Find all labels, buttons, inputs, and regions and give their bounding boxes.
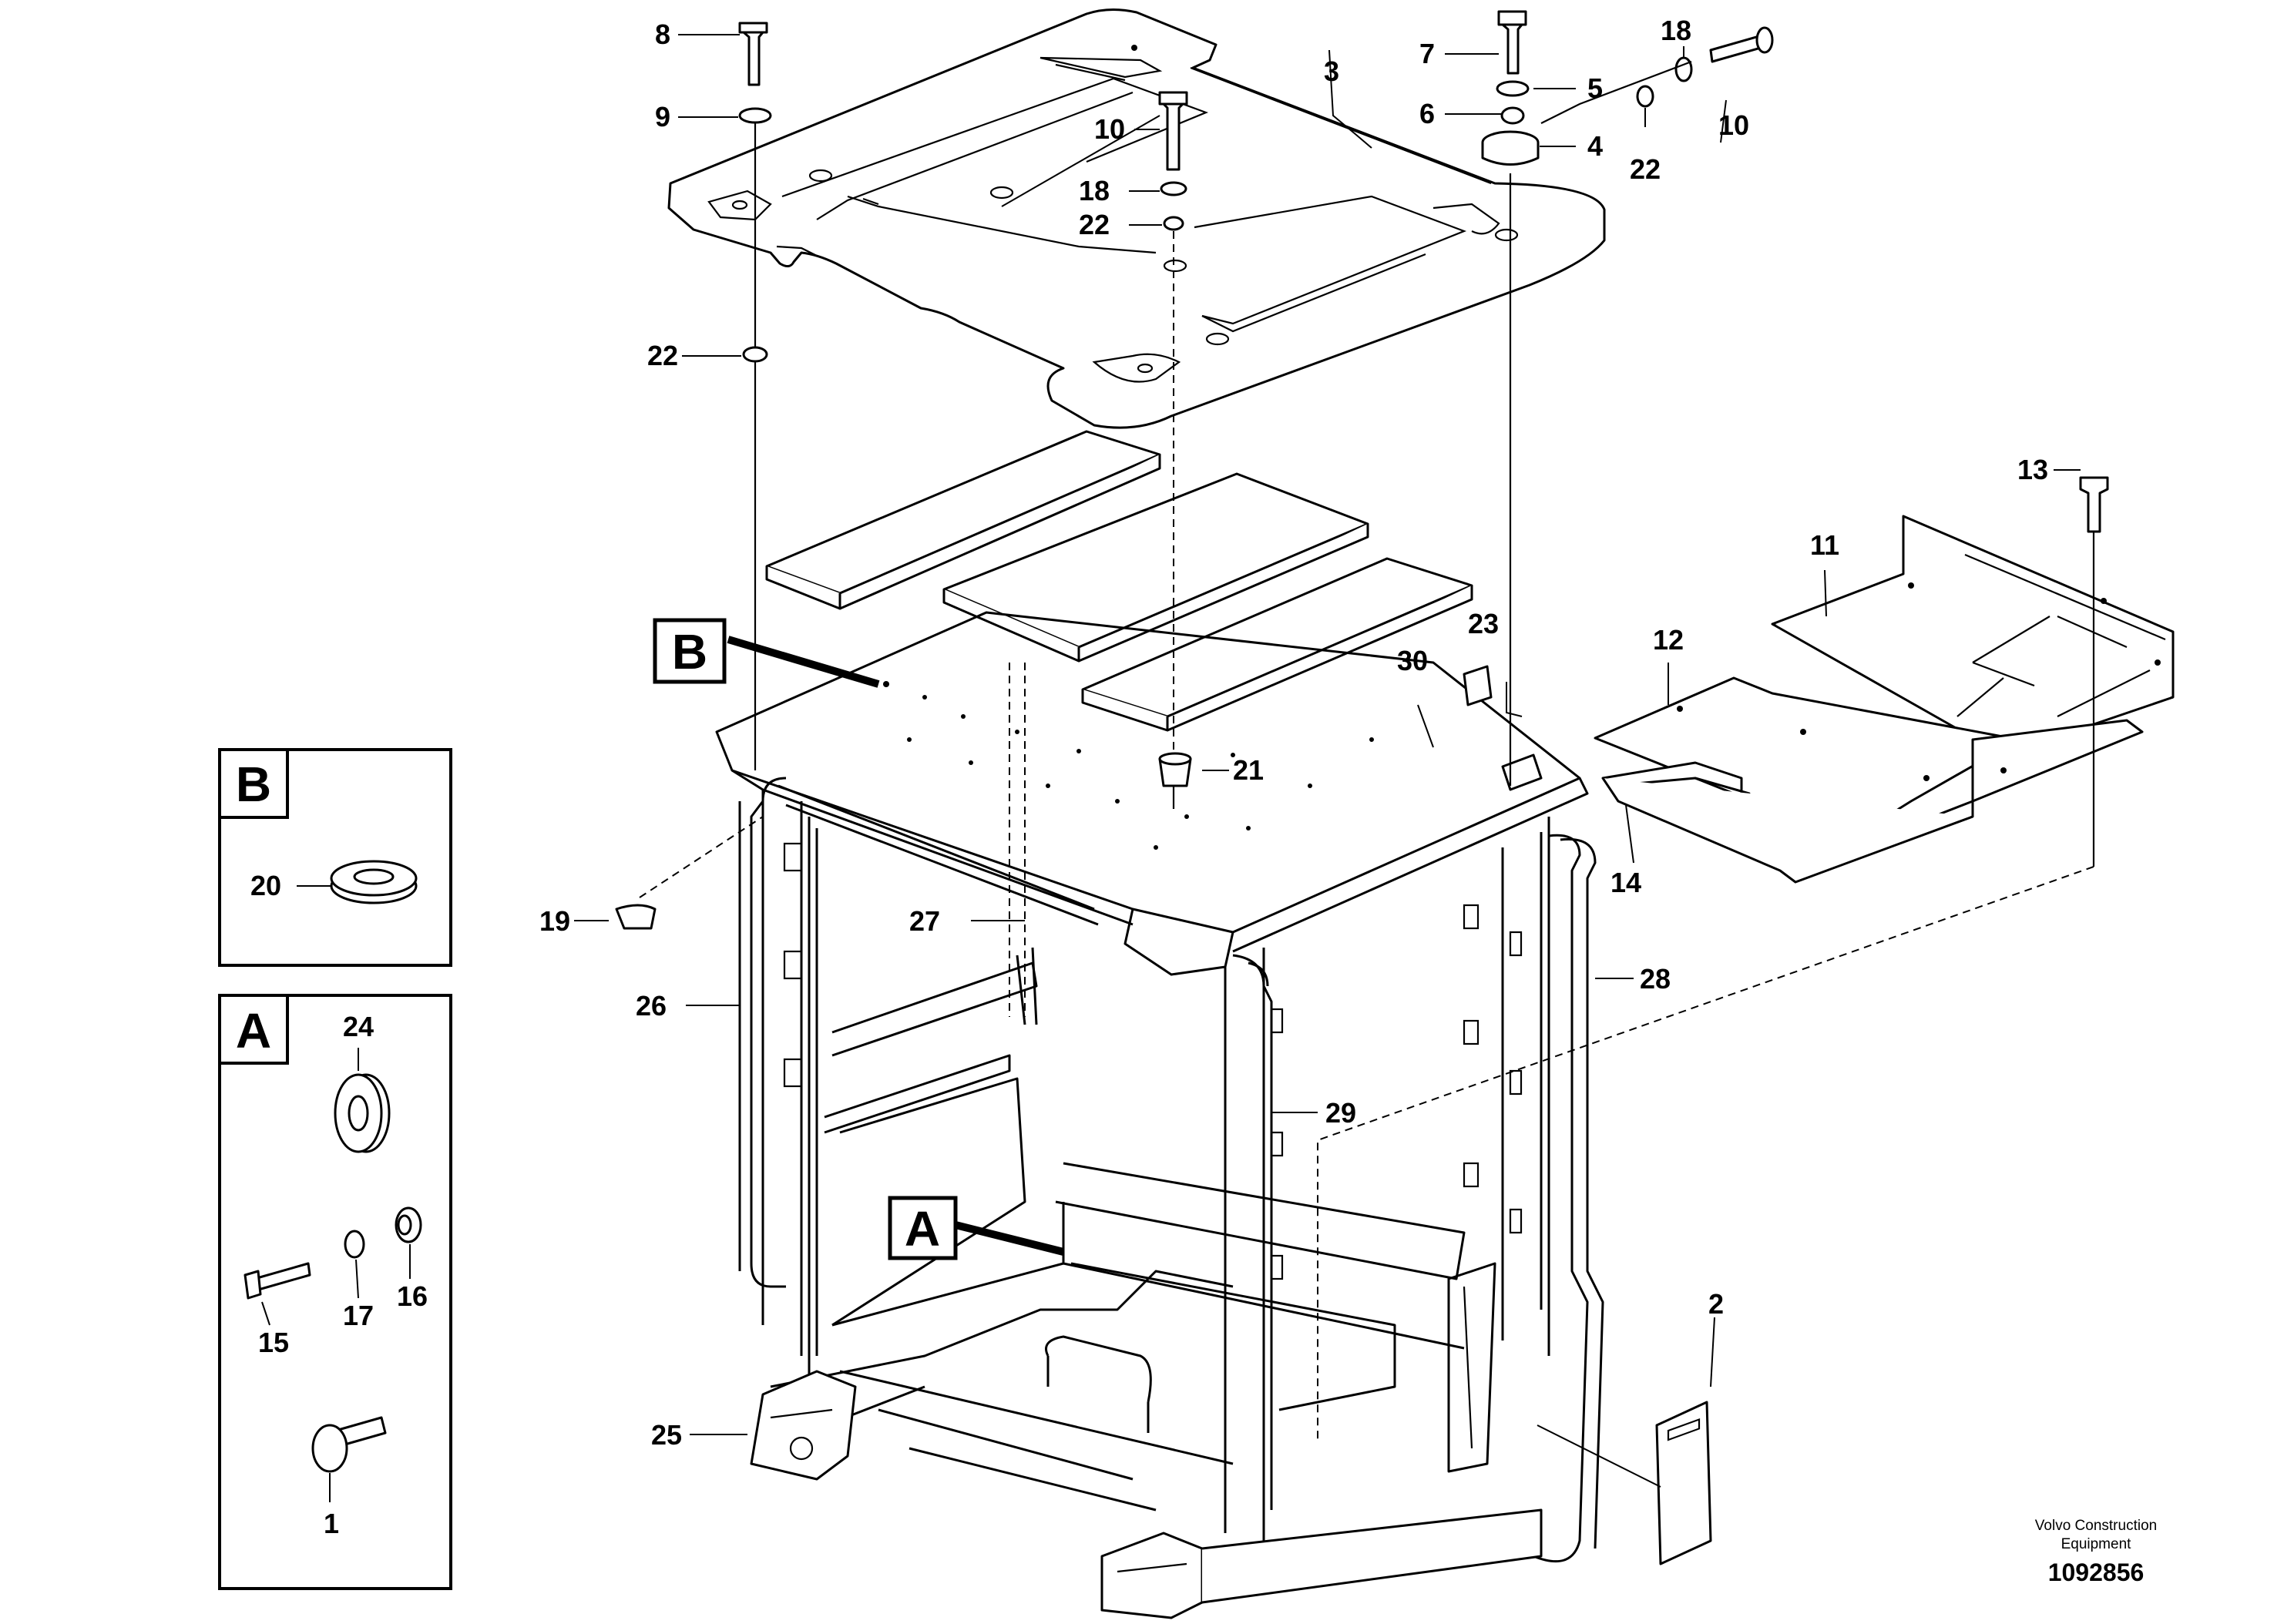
frame-clips xyxy=(783,842,1523,1280)
callout-15: 15 xyxy=(258,1327,289,1358)
main-detail-markers: B A xyxy=(653,618,958,1260)
callout-2: 2 xyxy=(1708,1288,1724,1320)
callout-9: 9 xyxy=(655,101,670,133)
callout-23: 23 xyxy=(1468,608,1499,639)
detail-box-a: A xyxy=(218,994,452,1590)
cab-frame xyxy=(715,611,1604,1619)
detail-label-a-box: A xyxy=(236,1003,271,1059)
callout-numbers: 1 2 3 4 5 6 7 8 9 10 10 11 12 13 14 15 1… xyxy=(250,15,2048,1539)
roof-panel xyxy=(667,8,1606,429)
callout-6: 6 xyxy=(1419,98,1435,129)
top-plate-holes xyxy=(883,681,1374,850)
callout-21: 21 xyxy=(1233,754,1264,786)
callout-28: 28 xyxy=(1640,963,1671,995)
callout-27: 27 xyxy=(909,905,940,937)
leader-lines xyxy=(574,34,2081,1488)
callout-29: 29 xyxy=(1325,1097,1356,1129)
callout-11: 11 xyxy=(1810,529,1839,561)
credit-line-1: Volvo Construction xyxy=(2035,1518,2157,1534)
bolt-15 xyxy=(244,1262,311,1300)
nut-16 xyxy=(395,1206,422,1243)
callout-26: 26 xyxy=(636,990,667,1022)
insulation-mats xyxy=(765,430,1473,732)
callout-13: 13 xyxy=(2017,454,2048,485)
callout-20: 20 xyxy=(250,870,281,901)
grommet-24 xyxy=(334,1073,391,1153)
callout-5: 5 xyxy=(1587,72,1603,104)
callout-1: 1 xyxy=(324,1508,339,1539)
callout-22-left: 22 xyxy=(647,340,678,371)
callout-7: 7 xyxy=(1419,38,1435,69)
grommet-20 xyxy=(330,860,418,904)
callout-19: 19 xyxy=(539,905,570,937)
floor-mats xyxy=(1594,515,2175,884)
callout-10-right: 10 xyxy=(1718,109,1749,141)
detail-label-a-main: A xyxy=(905,1201,940,1257)
callout-25: 25 xyxy=(651,1419,682,1451)
callout-22-center: 22 xyxy=(1079,209,1110,240)
detail-box-b: B xyxy=(218,748,452,967)
callout-3: 3 xyxy=(1324,55,1339,87)
callout-30: 30 xyxy=(1397,645,1428,676)
callout-16: 16 xyxy=(397,1280,428,1312)
callout-4: 4 xyxy=(1587,130,1603,162)
callout-8: 8 xyxy=(655,18,670,50)
detail-label-b-box: B xyxy=(236,757,271,812)
callout-17: 17 xyxy=(343,1300,374,1331)
knob-1 xyxy=(311,1416,387,1473)
credit-block: Volvo Construction Equipment 1092856 xyxy=(2035,1518,2157,1586)
fasteners xyxy=(615,10,2109,1565)
callout-24: 24 xyxy=(343,1011,374,1042)
callout-18-right: 18 xyxy=(1661,15,1691,46)
callout-10-center: 10 xyxy=(1094,113,1125,145)
detail-label-b-main: B xyxy=(672,624,707,679)
callout-12: 12 xyxy=(1653,624,1684,656)
callout-14: 14 xyxy=(1611,867,1641,898)
credit-line-2: Equipment xyxy=(2061,1536,2132,1552)
document-number: 1092856 xyxy=(2048,1559,2145,1586)
callout-22-right: 22 xyxy=(1630,153,1661,185)
callout-18-center: 18 xyxy=(1079,175,1110,206)
